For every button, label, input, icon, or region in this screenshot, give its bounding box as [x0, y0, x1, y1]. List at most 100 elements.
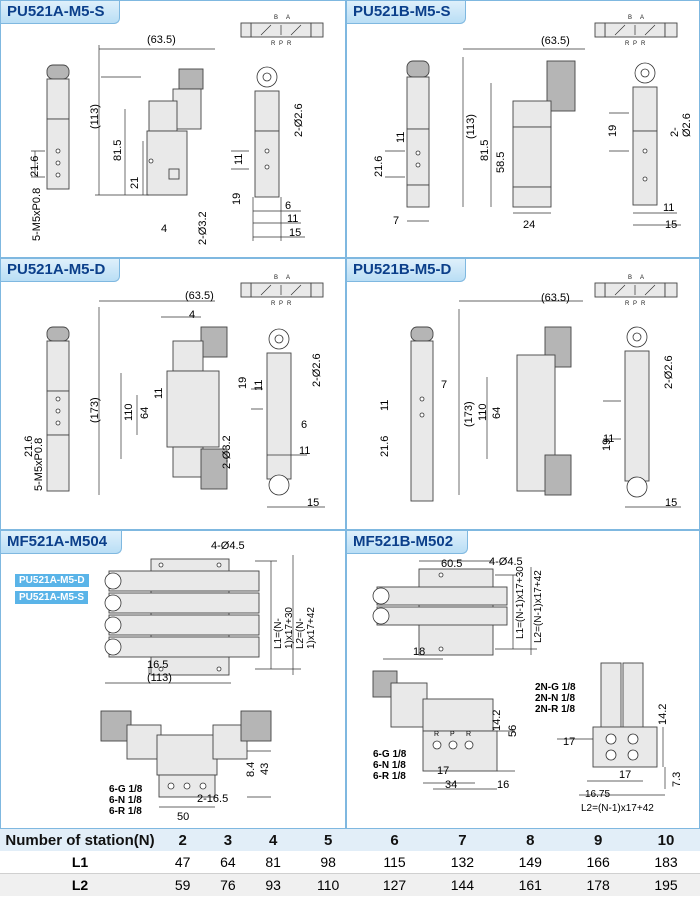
svg-text:R: R	[271, 301, 276, 307]
panel-mf521a-m504: MF521A-M504 PU521A-M5-D PU521A-M5-S 4-Ø4…	[0, 530, 346, 829]
panel-title: PU521B-M5-D	[347, 259, 467, 282]
svg-text:A: A	[640, 275, 644, 281]
table-cell: 76	[205, 873, 251, 896]
dim-hole-right: 2-Ø2.6	[293, 103, 305, 137]
dim-port-pitch: 17	[437, 765, 450, 777]
svg-text:P: P	[633, 41, 637, 47]
dim-height-2: 81.5	[112, 139, 124, 161]
dim-width: 34	[445, 779, 458, 791]
dim-height-2: 81.5	[479, 139, 491, 161]
dim-thread: 5-M5xP0.8	[31, 187, 43, 241]
station-table: Number of station(N) 2 3 4 5 6 7 8 9 10 …	[0, 829, 700, 896]
table-cell: 81	[250, 851, 296, 874]
dim-right-a: 11	[233, 153, 245, 165]
dim-l2: L2=(N-1)x17+42	[533, 570, 544, 643]
svg-text:R: R	[641, 41, 646, 47]
dim-overall-width: (63.5)	[541, 292, 570, 304]
dim-hole-spacing: 60.5	[441, 558, 463, 570]
dim-hole-right: 2-Ø2.6	[663, 355, 675, 389]
dim-right-d: 11	[299, 445, 311, 457]
dim-mount-holes: 4-Ø4.5	[489, 556, 523, 568]
dim-height: 43	[259, 762, 271, 775]
table-cell: 110	[295, 873, 361, 896]
station-10: 10	[632, 829, 700, 851]
dim-right-e: 15	[307, 497, 320, 509]
svg-text:P: P	[279, 301, 283, 307]
svg-text:R: R	[641, 301, 646, 307]
dim-overall-height: (113)	[89, 104, 101, 129]
drawing-mf521a-m504	[100, 555, 301, 808]
front-view	[462, 48, 585, 214]
table-cell: 93	[250, 873, 296, 896]
side-view	[410, 326, 434, 502]
side-port-r: 2N-R 1/8	[535, 704, 576, 715]
row-label: L1	[0, 851, 160, 874]
dim-l2: L2=(N-1)x17+42	[295, 607, 317, 649]
dim-height-2: 110	[123, 403, 135, 421]
table-header-row: Number of station(N) 2 3 4 5 6 7 8 9 10	[0, 829, 700, 851]
table-cell: 144	[428, 873, 497, 896]
svg-text:R: R	[271, 41, 276, 47]
panel-title: PU521B-M5-S	[347, 1, 466, 24]
side-view	[31, 64, 70, 190]
dim-side-b: 11	[379, 399, 391, 411]
dim-mount-hole: 2-Ø3.2	[221, 435, 233, 469]
table-row-l2: L2 59 76 93 110 127 144 161 178 195	[0, 873, 700, 896]
dim-side-offset: 16.75	[585, 789, 611, 800]
valve-label-double: PU521A-M5-D	[15, 574, 89, 587]
svg-text:B: B	[628, 275, 632, 281]
panel-title: PU521A-M5-S	[1, 1, 120, 24]
dim-height: 56	[507, 724, 519, 737]
svg-text:P: P	[279, 41, 283, 47]
port-g: 6-G 1/8	[373, 749, 407, 760]
dim-right-e: 15	[289, 227, 302, 239]
dim-offset: 18	[413, 646, 426, 658]
port-label-r1: R	[434, 731, 440, 738]
svg-text:B: B	[274, 275, 278, 281]
dim-thread: 5-M5xP0.8	[33, 437, 45, 491]
dim-right-d: 11	[287, 213, 299, 225]
svg-text:R: R	[625, 41, 630, 47]
dim-overall-height: (113)	[465, 114, 477, 139]
dim-overall-height: (173)	[89, 397, 101, 423]
port-n: 6-N 1/8	[109, 795, 142, 806]
station-4: 4	[250, 829, 296, 851]
dim-side-b: 7	[393, 215, 400, 227]
dim-side-edge: 7.3	[671, 771, 683, 787]
dim-right-a: 19	[607, 124, 619, 137]
table-cell: 178	[564, 873, 633, 896]
dim-overall-height: (173)	[463, 401, 475, 427]
table-cell: 115	[360, 851, 429, 874]
dim-l1: L1=(N-1)x17+30	[515, 566, 526, 639]
dim-length: (113)	[147, 672, 172, 684]
port-label-r2: R	[466, 731, 472, 738]
right-view	[251, 328, 325, 508]
dim-overall-width: (63.5)	[185, 290, 214, 302]
side-port-g: 2N-G 1/8	[535, 682, 576, 693]
dim-offset: 4	[161, 223, 168, 235]
svg-text:B: B	[628, 15, 632, 21]
dim-front-a: 11	[153, 387, 165, 399]
dim-height-3: 21	[129, 176, 141, 189]
table-cell: 183	[632, 851, 700, 874]
dim-overall-width: (63.5)	[147, 34, 176, 46]
dim-right-c: 6	[285, 200, 292, 212]
table-cell: 161	[496, 873, 565, 896]
port-n: 6-N 1/8	[373, 760, 406, 771]
dim-side-height: 14.2	[657, 703, 669, 725]
table-row-l1: L1 47 64 81 98 115 132 149 166 183	[0, 851, 700, 874]
station-5: 5	[295, 829, 361, 851]
dim-side-a: 11	[395, 131, 407, 143]
side-port-n: 2N-N 1/8	[535, 693, 576, 704]
dim-pitch: 21.6	[373, 155, 385, 177]
port-g: 6-G 1/8	[109, 784, 143, 795]
dim-height-2: 110	[477, 403, 489, 421]
dim-l1: L1=(N-1)x17+30	[273, 607, 295, 649]
dim-hole-right: 2-Ø2.6	[669, 113, 693, 137]
panel-title: MF521A-M504	[1, 531, 123, 554]
